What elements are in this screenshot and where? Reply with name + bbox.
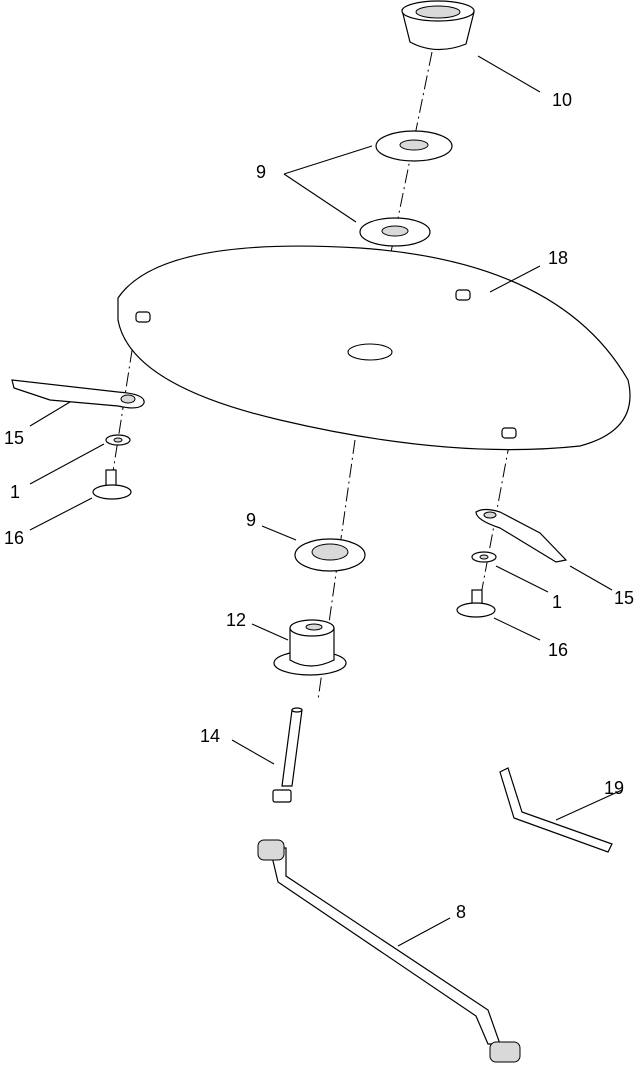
callout-1-left: 1 [10,482,20,502]
callout-labels: 10 9 18 15 1 16 9 15 1 16 12 14 19 8 [4,90,634,922]
part-9-lower-washer [359,217,431,247]
part-16-left-bolt [92,469,132,500]
part-9-upper-washer [375,130,453,162]
part-1-right-washer [471,551,497,563]
part-15-right-blade [475,508,568,563]
callout-leaders [29,55,623,947]
part-15-left-blade [11,379,145,409]
part-12-hub [273,619,347,676]
part-19-hex-key [499,767,613,853]
part-18-disc [117,245,631,451]
callout-8: 8 [456,902,466,922]
callout-14: 14 [200,726,220,746]
part-16-right-bolt [456,589,496,618]
callout-19: 19 [604,778,624,798]
callout-16-right: 16 [548,640,568,660]
callout-10: 10 [552,90,572,110]
part-9-middle-washer [294,538,366,572]
part-8-wrench [257,839,521,1063]
callout-1-right: 1 [552,592,562,612]
callout-16-left: 16 [4,528,24,548]
callout-15-right: 15 [614,588,634,608]
callout-15-left: 15 [4,428,24,448]
part-10-cone-bushing [401,0,475,51]
callout-18: 18 [548,248,568,268]
callout-12: 12 [226,610,246,630]
callout-9-top: 9 [256,162,266,182]
callout-9-middle: 9 [246,510,256,530]
part-14-bolt [272,707,303,803]
part-1-left-washer [105,434,131,446]
